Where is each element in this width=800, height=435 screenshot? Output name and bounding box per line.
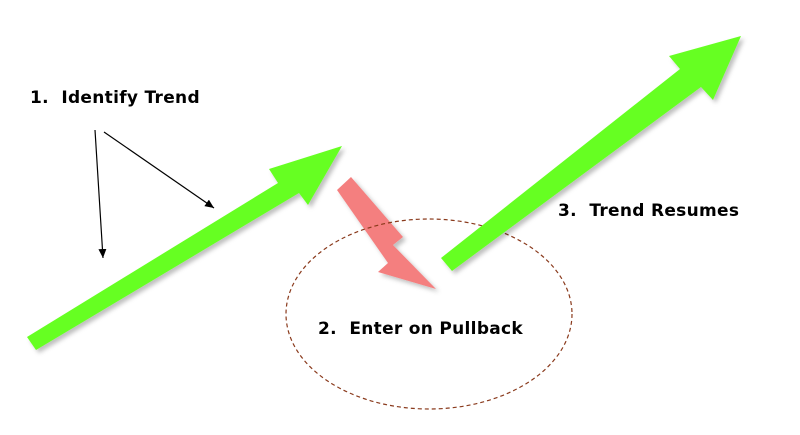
pullback-arrow-icon [337, 177, 436, 289]
pointer-arrow-right [103, 131, 215, 209]
step-trend-resumes-label: 3. Trend Resumes [558, 201, 740, 221]
trend-resumes-arrow-icon [441, 36, 741, 271]
entry-zone-circle [285, 218, 573, 410]
step-identify-trend-label: 1. Identify Trend [30, 88, 200, 108]
step-enter-pullback-label: 2. Enter on Pullback [318, 319, 524, 339]
trend-arrow-icon [27, 146, 342, 350]
pointer-arrow-down [94, 129, 107, 259]
